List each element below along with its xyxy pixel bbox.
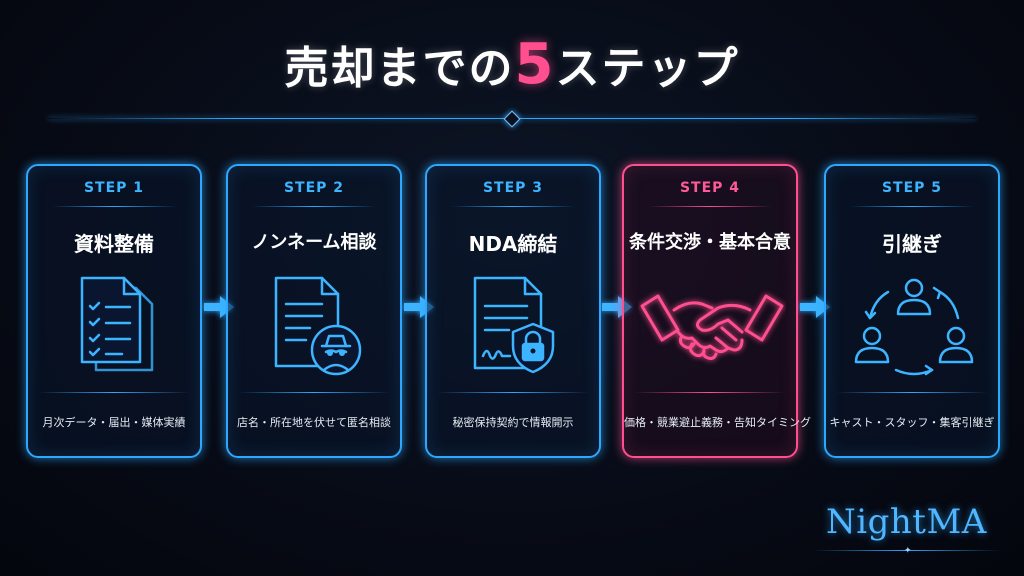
step-divider (52, 206, 176, 207)
divider-diamond-icon (503, 110, 521, 128)
desc-divider (634, 392, 786, 393)
sparkle-icon: ✦ (904, 546, 912, 556)
step-label: STEP 4 (679, 180, 741, 196)
step-desc: 価格・競業避止義務・告知タイミング (624, 416, 811, 429)
step-name: 資料整備 (74, 232, 154, 256)
step-name: 引継ぎ (882, 232, 942, 256)
step-label: STEP 2 (283, 180, 345, 196)
step-divider (850, 206, 974, 207)
page-title: 売却までの5ステップ (0, 32, 1024, 97)
desc-divider (38, 392, 190, 393)
signed-contract-lock-icon (473, 276, 555, 374)
logo-divider (812, 550, 1002, 551)
step-desc: 月次データ・届出・媒体実績 (42, 416, 186, 429)
title-number: 5 (514, 32, 556, 97)
handshake-icon (640, 294, 784, 360)
step-card-1: STEP 1 資料整備 月次データ・届出・媒体実績 (26, 164, 202, 458)
step-desc: キャスト・スタッフ・集客引継ぎ (829, 416, 995, 429)
anonymous-agent-icon (274, 276, 362, 376)
step-label: STEP 1 (83, 180, 145, 196)
brand-logo: NightMA (826, 502, 987, 542)
step-card-3: STEP 3 NDA締結 秘密保持契約で情報開示 (425, 164, 601, 458)
step-desc: 秘密保持契約で情報開示 (452, 416, 574, 429)
title-prefix: 売却までの (284, 43, 515, 94)
desc-divider (238, 392, 390, 393)
step-desc: 店名・所在地を伏せて匿名相談 (237, 416, 391, 429)
step-card-5: STEP 5 引継ぎ キャスト・スタッフ・集客引継ぎ (824, 164, 1000, 458)
step-divider (648, 206, 772, 207)
step-divider (451, 206, 575, 207)
title-suffix: ステップ (555, 43, 740, 94)
step-name: ノンネーム相談 (251, 232, 377, 253)
desc-divider (836, 392, 988, 393)
step-card-4: STEP 4 条件交渉・基本合意 価格・競業避止義務・告知タイミング (622, 164, 811, 458)
step-name: NDA締結 (468, 232, 558, 256)
step-card-2: STEP 2 ノンネーム相談 店名・所在地を伏せて匿名相談 (226, 164, 402, 458)
people-cycle-icon (854, 278, 974, 376)
arrow-right-icon (602, 296, 632, 318)
step-divider (252, 206, 376, 207)
arrow-right-icon (800, 296, 830, 318)
step-name: 条件交渉・基本合意 (629, 232, 791, 253)
document-checklist-icon (80, 276, 154, 372)
desc-divider (437, 392, 589, 393)
step-label: STEP 3 (482, 180, 544, 196)
step-label: STEP 5 (881, 180, 943, 196)
